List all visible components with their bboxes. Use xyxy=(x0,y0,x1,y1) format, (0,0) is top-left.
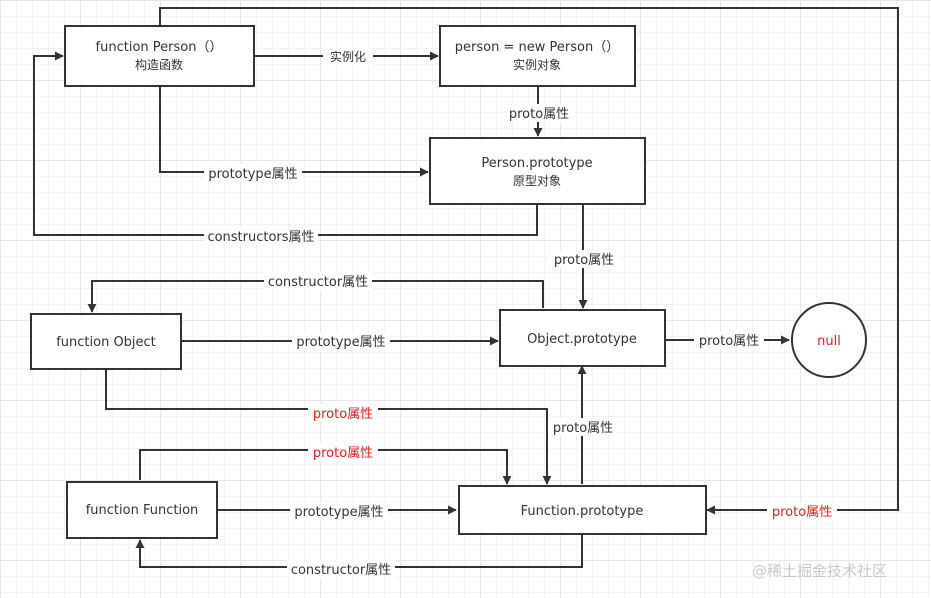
edge-label-person-ctor-proto: proto属性 xyxy=(772,505,832,520)
edge-function-prototype: prototype属性 xyxy=(217,502,457,520)
node-function-function: function Function xyxy=(66,481,218,539)
edge-label-function-prototype: prototype属性 xyxy=(294,505,383,520)
node-function-prototype-title: Function.prototype xyxy=(521,504,644,519)
edge-person-proto-link: proto属性 xyxy=(504,86,574,137)
edge-function-proto-to-object: proto属性 xyxy=(548,365,618,484)
edge-person-prototype: prototype属性 xyxy=(159,86,429,182)
edge-label-object-proto-null: proto属性 xyxy=(699,334,759,349)
edge-label-function-constructor: constructor属性 xyxy=(291,563,391,578)
edge-object-proto-null: proto属性 xyxy=(665,331,790,349)
edge-label-person-prototype: prototype属性 xyxy=(208,167,297,182)
node-function-object-title: function Object xyxy=(56,335,156,350)
node-person-instance-title: person = new Person（） xyxy=(455,40,619,55)
node-person-prototype-title: Person.prototype xyxy=(481,156,592,171)
edge-label-instantiate: 实例化 xyxy=(330,49,366,64)
edge-person-proto-to-object: proto属性 xyxy=(549,204,619,309)
edge-function-constructor: constructor属性 xyxy=(135,534,583,578)
edge-instantiate: 实例化 xyxy=(254,47,439,65)
edge-person-constructors: constructors属性 xyxy=(33,51,538,245)
edge-label-person-proto-to-object: proto属性 xyxy=(554,253,614,268)
edge-label-person-constructors: constructors属性 xyxy=(207,230,314,245)
node-person-prototype-subtitle: 原型对象 xyxy=(513,174,561,188)
edge-label-person-proto-link: proto属性 xyxy=(509,107,569,122)
edge-label-function-self-proto: proto属性 xyxy=(313,446,373,461)
edge-object-constructor: constructor属性 xyxy=(87,272,544,313)
node-person-instance: person = new Person（） 实例对象 xyxy=(439,25,636,87)
node-function-object: function Object xyxy=(30,313,182,370)
edge-label-function-proto-to-object: proto属性 xyxy=(553,421,613,436)
node-person-constructor: function Person（） 构造函数 xyxy=(64,25,255,87)
node-person-prototype: Person.prototype 原型对象 xyxy=(429,137,646,205)
node-object-prototype-title: Object.prototype xyxy=(527,332,637,347)
node-null-label: null xyxy=(817,334,841,349)
edge-label-object-ctor-proto: proto属性 xyxy=(313,407,373,422)
edge-object-prototype: prototype属性 xyxy=(181,332,499,350)
node-person-constructor-subtitle: 构造函数 xyxy=(135,57,183,72)
edge-function-self-proto: proto属性 xyxy=(139,443,512,485)
edge-label-object-prototype: prototype属性 xyxy=(296,335,385,350)
watermark-text: @稀土掘金技术社区 xyxy=(752,562,887,580)
node-object-prototype: Object.prototype xyxy=(499,309,666,367)
edge-object-ctor-proto: proto属性 xyxy=(105,369,552,485)
node-null: null xyxy=(791,302,867,378)
node-person-constructor-title: function Person（） xyxy=(96,40,223,55)
edge-person-ctor-proto: proto属性 xyxy=(159,7,899,520)
node-function-function-title: function Function xyxy=(86,503,199,518)
node-function-prototype: Function.prototype xyxy=(458,485,707,535)
node-person-instance-subtitle: 实例对象 xyxy=(513,57,561,72)
edge-label-object-constructor: constructor属性 xyxy=(268,275,368,290)
